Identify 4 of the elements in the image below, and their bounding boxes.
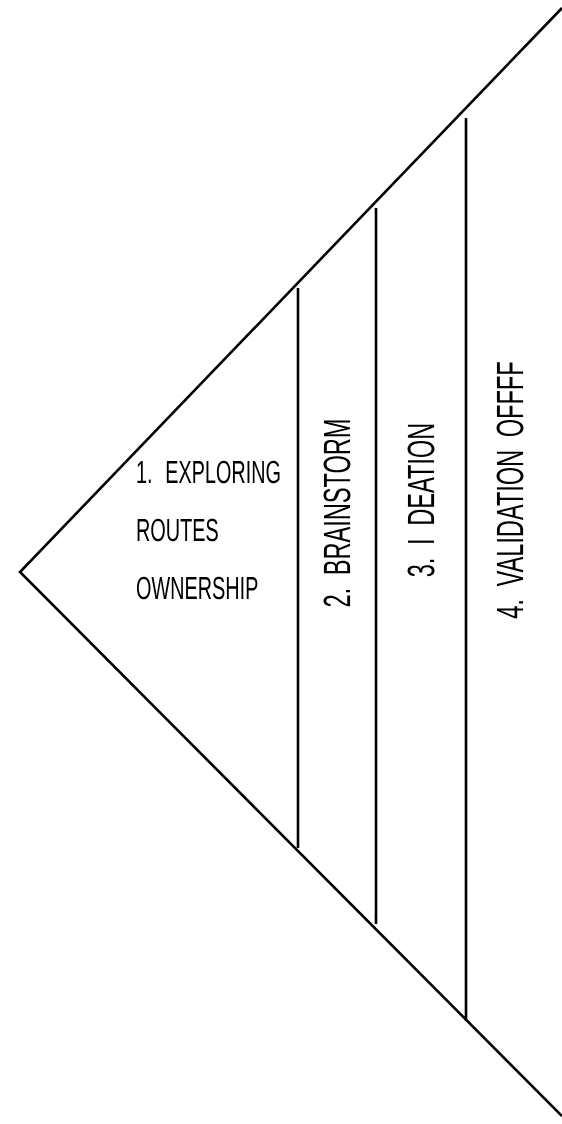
stage-label: 1. EXPLORING ROUTES OWNERSHIP: [136, 460, 280, 600]
stage-label: 3. I DEATION: [407, 424, 435, 577]
stage-label: 2. BRAINSTORM: [323, 420, 351, 607]
stage-label: 4. VALIDATION OFFFF: [496, 362, 524, 619]
